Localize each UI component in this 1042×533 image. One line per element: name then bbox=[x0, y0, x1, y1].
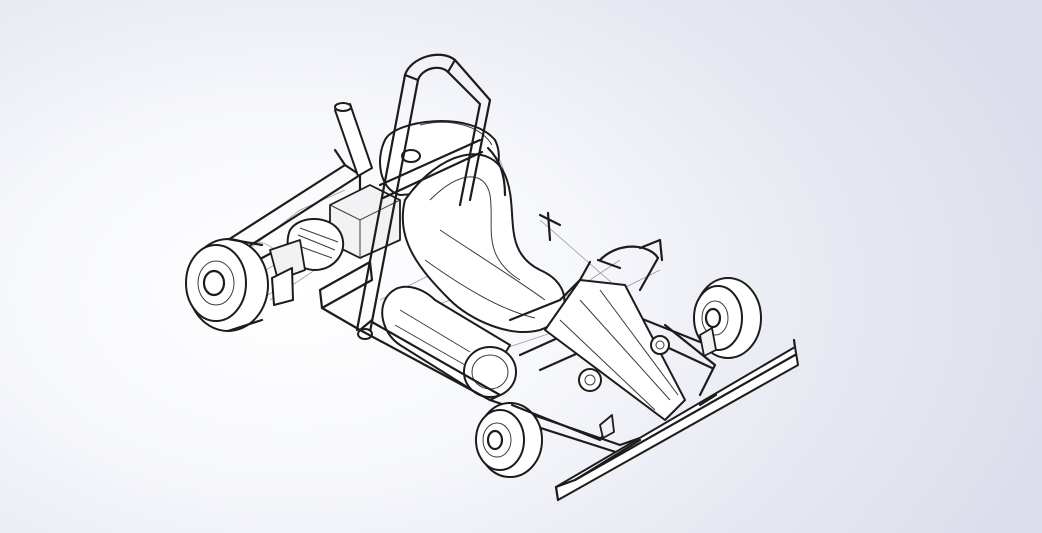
roll-bar bbox=[355, 53, 492, 340]
front-right-wheel bbox=[693, 277, 762, 359]
front-hubs bbox=[578, 335, 670, 439]
air-intake bbox=[381, 285, 517, 398]
rear-wheel bbox=[185, 237, 269, 333]
engine-block bbox=[269, 184, 401, 306]
steering-linkage bbox=[538, 211, 717, 397]
exhaust-pipe bbox=[334, 102, 373, 177]
front-left-wheel bbox=[475, 402, 607, 478]
front-bumper bbox=[554, 338, 799, 502]
